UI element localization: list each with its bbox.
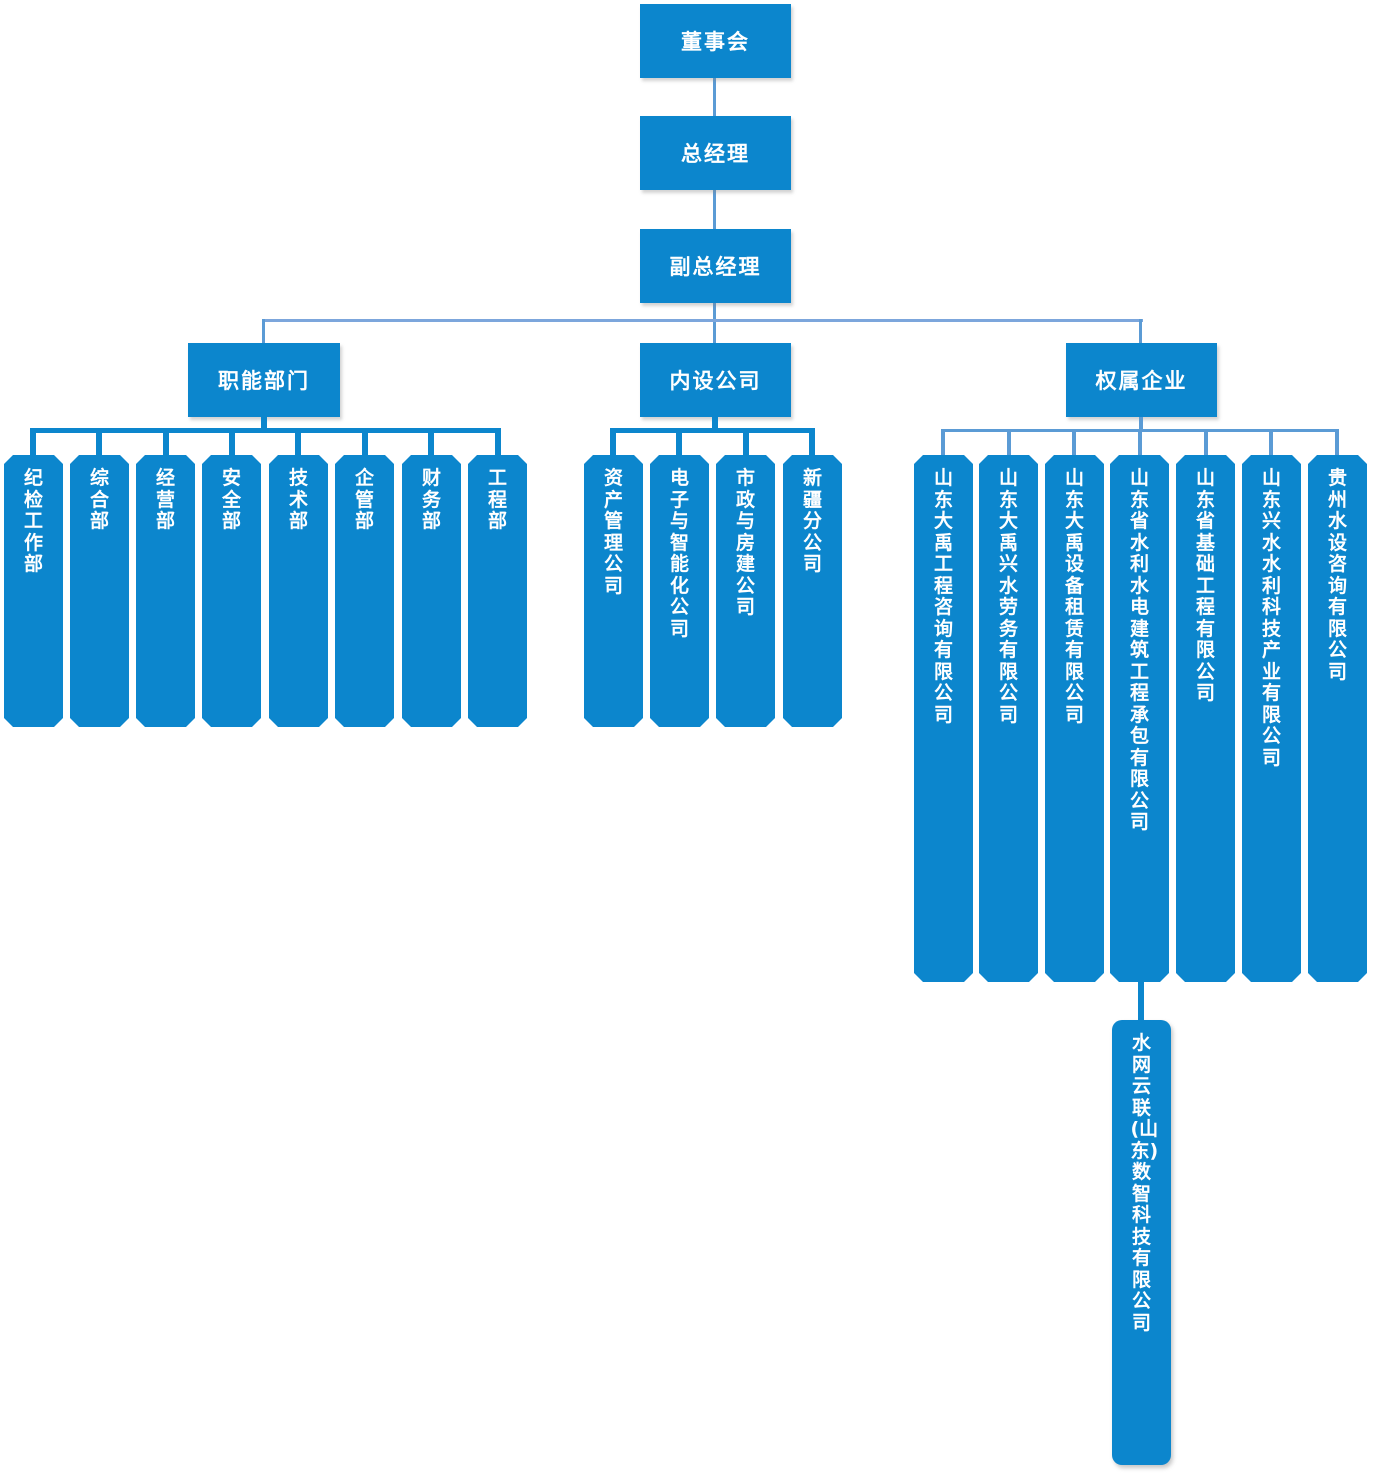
connector-functional-stem: [261, 417, 267, 432]
connector-company-stub: [743, 428, 749, 455]
node-dept-operations: 经营部: [136, 455, 195, 727]
node-label: 水网云联(山东)数智科技有限公司: [1130, 1032, 1159, 1334]
connector-functional-bus: [31, 428, 501, 433]
node-label: 董事会: [681, 30, 750, 54]
node-subsidiary-water-conservancy-construction: 山东省水利水电建筑工程承包有限公司: [1110, 455, 1169, 982]
connector-dgm-down: [713, 303, 716, 343]
node-company-electronics-intelligence: 电子与智能化公司: [650, 455, 709, 727]
node-label: 山东大禹兴水劳务有限公司: [998, 467, 1018, 726]
node-subsidiary-guizhou-shuishe-consulting: 贵州水设咨询有限公司: [1308, 455, 1367, 982]
connector-internal-stem: [712, 416, 718, 432]
connector-dept-stub: [96, 428, 102, 455]
node-dept-general-affairs: 综合部: [70, 455, 129, 727]
node-board-of-directors: 董事会: [640, 4, 791, 78]
connector-dept-stub: [295, 428, 301, 455]
node-company-municipal-housing: 市政与房建公司: [716, 455, 775, 727]
connector-dept-stub: [30, 428, 36, 455]
node-dept-engineering: 工程部: [468, 455, 527, 727]
node-group-subsidiary-enterprises: 权属企业: [1066, 343, 1217, 417]
node-subsidiary-dayu-engineering-consulting: 山东大禹工程咨询有限公司: [914, 455, 973, 982]
node-label: 山东兴水水利科技产业有限公司: [1261, 467, 1281, 769]
node-label: 综合部: [89, 467, 109, 532]
node-label: 内设公司: [669, 369, 762, 393]
node-label: 工程部: [487, 467, 507, 532]
node-company-xinjiang-branch: 新疆分公司: [783, 455, 842, 727]
node-dept-technology: 技术部: [269, 455, 328, 727]
connector-subsidiary-stub: [1007, 429, 1011, 455]
connector-drop-subsidiaries: [1139, 319, 1142, 343]
connector-groups-horizontal: [263, 319, 1143, 322]
connector-board-gm: [713, 78, 716, 118]
connector-internal-bus: [610, 428, 815, 433]
node-label: 企管部: [354, 467, 374, 532]
connector-company-stub: [809, 428, 815, 455]
node-group-functional-departments: 职能部门: [188, 343, 340, 417]
node-label: 总经理: [681, 142, 750, 166]
node-deputy-general-manager: 副总经理: [640, 229, 791, 303]
connector-subsidiary-stub: [1335, 429, 1339, 455]
node-label: 职能部门: [218, 369, 310, 393]
connector-gm-dgm: [713, 190, 716, 230]
connector-subsidiaries-stem: [1139, 417, 1143, 432]
connector-dept-stub: [362, 428, 368, 455]
node-label: 山东省基础工程有限公司: [1195, 467, 1215, 704]
node-label: 权属企业: [1095, 369, 1188, 393]
connector-shuiwang-yunlian: [1138, 982, 1144, 1021]
node-label: 副总经理: [669, 255, 762, 279]
node-subsidiary-xingshui-technology: 山东兴水水利科技产业有限公司: [1242, 455, 1301, 982]
connector-subsidiary-stub: [1072, 429, 1076, 455]
connector-subsidiary-stub: [1269, 429, 1273, 455]
connector-dept-stub: [495, 428, 501, 455]
node-label: 技术部: [288, 467, 308, 532]
node-label: 山东大禹设备租赁有限公司: [1064, 467, 1084, 726]
node-label: 山东大禹工程咨询有限公司: [933, 467, 953, 726]
connector-drop-functional: [262, 319, 265, 343]
node-group-internal-companies: 内设公司: [640, 343, 791, 417]
node-label: 贵州水设咨询有限公司: [1327, 467, 1347, 683]
connector-dept-stub: [229, 428, 235, 455]
connector-dept-stub: [428, 428, 434, 455]
connector-subsidiary-stub: [1138, 429, 1142, 455]
node-subsidiary-foundation-engineering: 山东省基础工程有限公司: [1176, 455, 1235, 982]
node-label: 资产管理公司: [603, 467, 623, 597]
node-company-asset-management: 资产管理公司: [584, 455, 643, 727]
node-dept-safety: 安全部: [202, 455, 261, 727]
node-shuiwang-yunlian-digital-technology: 水网云联(山东)数智科技有限公司: [1112, 1020, 1171, 1465]
node-dept-finance: 财务部: [402, 455, 461, 727]
node-dept-enterprise-management: 企管部: [335, 455, 394, 727]
node-label: 新疆分公司: [802, 467, 822, 575]
node-dept-discipline-inspection: 纪检工作部: [4, 455, 63, 727]
connector-company-stub: [610, 428, 616, 455]
connector-company-stub: [676, 428, 682, 455]
connector-dept-stub: [163, 428, 169, 455]
node-label: 经营部: [155, 467, 175, 532]
connector-subsidiary-stub: [941, 429, 945, 455]
node-subsidiary-dayu-xingshui-labor: 山东大禹兴水劳务有限公司: [979, 455, 1038, 982]
node-label: 纪检工作部: [23, 467, 43, 575]
node-general-manager: 总经理: [640, 116, 791, 190]
node-subsidiary-dayu-equipment-leasing: 山东大禹设备租赁有限公司: [1045, 455, 1104, 982]
connector-subsidiary-stub: [1204, 429, 1208, 455]
node-label: 山东省水利水电建筑工程承包有限公司: [1129, 467, 1149, 833]
node-label: 市政与房建公司: [735, 467, 755, 618]
node-label: 电子与智能化公司: [669, 467, 689, 640]
node-label: 财务部: [421, 467, 441, 532]
node-label: 安全部: [221, 467, 241, 532]
